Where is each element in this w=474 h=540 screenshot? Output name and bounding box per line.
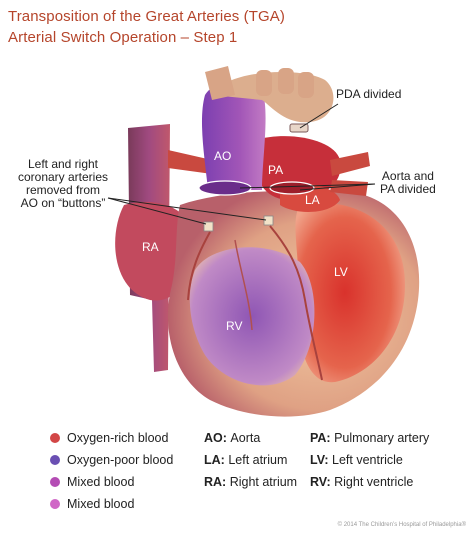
abbreviation-code: RV:: [310, 475, 331, 489]
diagram-subtitle: Arterial Switch Operation – Step 1: [8, 29, 238, 46]
legend-color-swatch: [50, 455, 60, 465]
legend-item: Mixed blood: [50, 497, 134, 511]
callout-coronary-line: removed from: [25, 183, 101, 197]
callout-leader-coronary: [107, 197, 207, 225]
legend-label: Oxygen-rich blood: [67, 431, 169, 445]
legend-color-swatch: [50, 433, 60, 443]
callout-aorta-pa-line: PA divided: [380, 182, 436, 196]
pulmonary-veins-right: [330, 152, 370, 176]
abbreviation-code: LV:: [310, 453, 329, 467]
right-ventricle: [189, 247, 315, 386]
abbreviation-code: LA:: [204, 453, 225, 467]
callout-coronary-line: AO on “buttons”: [20, 196, 106, 210]
abbreviation-text: Aorta: [230, 431, 261, 445]
coronary-vessel: [269, 225, 323, 381]
label-la: LA: [305, 193, 320, 207]
callout-leader-pa: [299, 183, 376, 191]
abbreviation-item: AO: Aorta: [204, 431, 260, 445]
callout-aorta-pa: Aorta and PA divided: [380, 170, 436, 196]
legend-label: Mixed blood: [67, 497, 135, 511]
label-rv: RV: [226, 319, 242, 333]
abbreviation-item: RA: Right atrium: [204, 475, 297, 489]
aortic-branch-3: [298, 72, 314, 98]
callout-leader-pda: [299, 103, 339, 129]
copyright-notice: © 2014 The Children’s Hospital of Philad…: [337, 522, 466, 528]
abbreviation-item: RV: Right ventricle: [310, 475, 413, 489]
callout-pda: PDA divided: [336, 87, 402, 101]
legend-label: Oxygen-poor blood: [67, 453, 174, 467]
abbreviation-item: PA: Pulmonary artery: [310, 431, 429, 445]
callout-coronary-line: coronary arteries: [17, 170, 109, 184]
abbreviation-text: Left ventricle: [332, 453, 403, 467]
aorta: [201, 80, 266, 190]
aortic-stub: [205, 66, 235, 100]
aortic-branch-1: [256, 70, 272, 96]
pulmonary-veins-left: [168, 150, 212, 174]
coronary-button-left: [203, 221, 214, 232]
abbreviation-item: LA: Left atrium: [204, 453, 287, 467]
abbreviation-code: RA:: [204, 475, 227, 489]
abbreviation-text: Right ventricle: [334, 475, 414, 489]
coronary-button-right: [263, 215, 274, 226]
abbreviation-text: Left atrium: [228, 453, 288, 467]
abbreviation-text: Pulmonary artery: [334, 431, 430, 445]
label-pa: PA: [268, 163, 283, 177]
diagram-title: Transposition of the Great Arteries (TGA…: [8, 8, 285, 25]
legend-color-swatch: [50, 499, 60, 509]
legend-item: Oxygen-poor blood: [50, 453, 173, 467]
legend-color-swatch: [50, 477, 60, 487]
aortic-branch-2: [278, 68, 294, 94]
coronary-vessel: [187, 231, 211, 301]
coronary-vessel: [234, 239, 253, 331]
callout-coronary-line: Left and right: [27, 157, 99, 171]
legend-item: Mixed blood: [50, 475, 134, 489]
label-ao: AO: [214, 149, 231, 163]
heart-illustration: AO PA LA RA LV RV: [107, 66, 420, 417]
abbreviation-code: PA:: [310, 431, 331, 445]
abbreviation-item: LV: Left ventricle: [310, 453, 403, 467]
abbreviation-code: AO:: [204, 431, 227, 445]
left-ventricle: [295, 202, 405, 383]
abbreviation-text: Right atrium: [229, 475, 298, 489]
callout-leader-aorta: [239, 183, 376, 189]
label-ra: RA: [142, 240, 159, 254]
callout-leader-coronary: [107, 197, 267, 221]
legend-item: Oxygen-rich blood: [50, 431, 168, 445]
pa-divided-opening: [269, 181, 315, 195]
callout-aorta-pa-line: Aorta and: [381, 169, 434, 183]
label-lv: LV: [334, 265, 348, 279]
legend-label: Mixed blood: [67, 475, 135, 489]
callout-coronary: Left and right coronary arteries removed…: [4, 158, 122, 210]
